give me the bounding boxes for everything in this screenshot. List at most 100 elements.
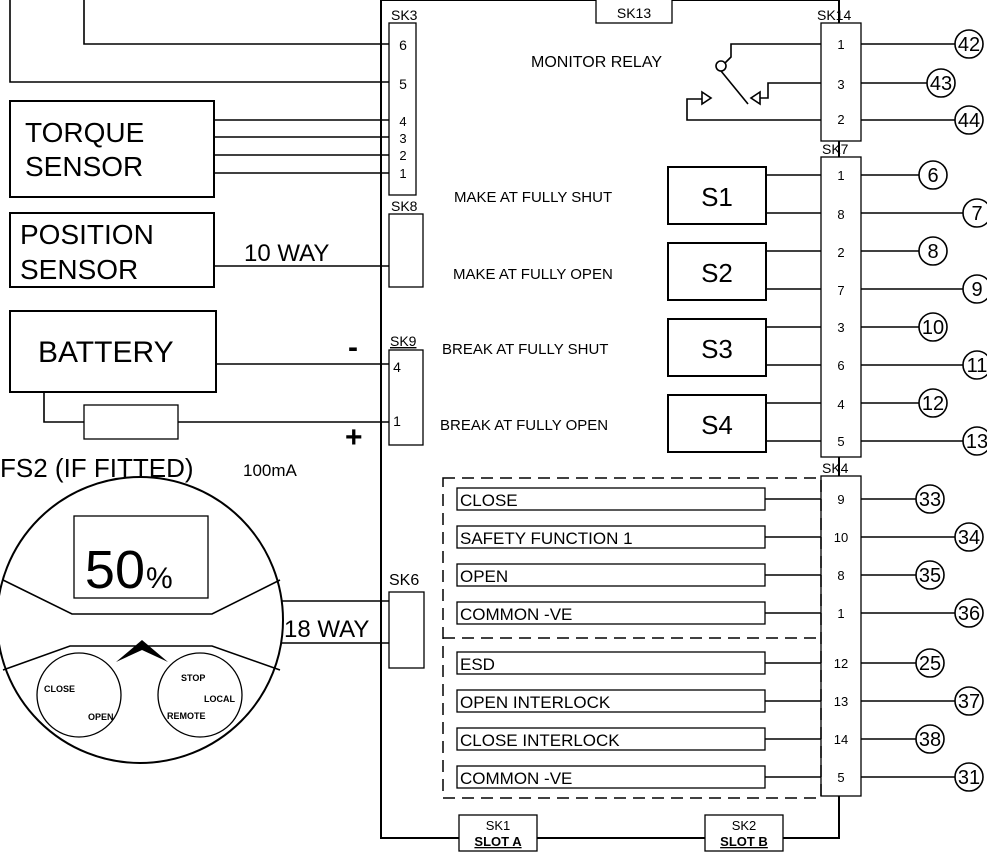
sk7-connector — [820, 156, 862, 458]
sk3-pin: 2 — [399, 148, 406, 163]
sk9-pin: 1 — [393, 413, 401, 429]
terminal-circle — [962, 426, 987, 456]
switch-name: S2 — [701, 258, 733, 288]
fuse-rating: 100mA — [243, 461, 298, 480]
positive-terminal-label: + — [345, 421, 363, 454]
local-remote-knob[interactable] — [157, 652, 243, 738]
terminal-number: 10 — [922, 317, 944, 339]
terminal-circle — [915, 724, 945, 754]
sk3-pin: 3 — [399, 131, 406, 146]
sk6-label: SK6 — [389, 572, 419, 589]
sk7-pin: 8 — [837, 207, 844, 222]
sk2-tab — [704, 814, 784, 852]
display-window — [73, 515, 209, 599]
sk9-label: SK9 — [390, 333, 417, 349]
input-label: SAFETY FUNCTION 1 — [460, 529, 633, 548]
knob-stop-label: STOP — [181, 673, 205, 683]
relay-contact-symbol — [686, 43, 821, 121]
knob-local-label: LOCAL — [204, 694, 235, 704]
switch-label: BREAK AT FULLY OPEN — [440, 417, 608, 434]
knob-close-label: CLOSE — [44, 684, 75, 694]
battery-label: BATTERY — [38, 336, 174, 369]
sk8-label: SK8 — [391, 198, 418, 214]
terminal-number: 11 — [967, 355, 987, 377]
monitor-relay-label: MONITOR RELAY — [531, 54, 662, 71]
sk7-pin: 6 — [837, 358, 844, 373]
terminal-number: 37 — [958, 691, 980, 713]
sk7-pin: 2 — [837, 245, 844, 260]
sk14-connector — [820, 22, 862, 142]
sk1-label: SK1 — [486, 818, 511, 833]
sk1-tab — [458, 814, 538, 852]
sk7-label: SK7 — [822, 141, 849, 157]
sk2-label: SK2 — [732, 818, 757, 833]
terminal-number: 44 — [958, 110, 980, 132]
terminal-number: 9 — [971, 279, 982, 301]
terminal-circle — [962, 350, 987, 380]
position-readout-unit: % — [146, 562, 173, 595]
switch-wire — [766, 174, 821, 214]
switch-label: MAKE AT FULLY OPEN — [453, 266, 613, 283]
position-readout: 50 — [85, 540, 145, 600]
terminal-circle — [918, 160, 948, 190]
sk4-connector — [820, 475, 862, 797]
battery-positive-wire — [43, 392, 389, 423]
switch-name: S4 — [701, 410, 733, 440]
sk3-label: SK3 — [391, 7, 418, 23]
sk7-pin: 5 — [837, 434, 844, 449]
sk3-pin: 6 — [399, 37, 407, 53]
switch-label: BREAK AT FULLY SHUT — [442, 341, 608, 358]
terminal-number: 38 — [919, 729, 941, 751]
slot-b-label: SLOT B — [720, 834, 768, 849]
sk9-connector — [388, 349, 424, 446]
switch-wire — [766, 250, 821, 290]
sk3-pin: 5 — [399, 76, 407, 92]
sk8-connector — [388, 213, 424, 288]
sk14-pin: 3 — [837, 77, 844, 92]
terminal-circle — [915, 560, 945, 590]
sk3-pin6-wire — [83, 0, 389, 45]
sk6-connector — [388, 591, 425, 669]
open-close-knob[interactable] — [36, 652, 122, 738]
terminal-number: 12 — [922, 393, 944, 415]
switch-wire — [766, 326, 821, 366]
terminal-circle — [926, 68, 956, 98]
terminal-number: 43 — [930, 73, 952, 95]
position-sensor-label: POSITION — [20, 219, 154, 250]
switch-label: MAKE AT FULLY SHUT — [454, 189, 612, 206]
local-control-unit: 50 % CLOSE OPEN STOP LOCAL REMOTE — [0, 476, 284, 764]
terminal-circle — [954, 105, 984, 135]
terminal-circle — [954, 762, 984, 792]
sk4-pin: 5 — [837, 770, 844, 785]
sk13-label: SK13 — [617, 5, 651, 21]
slot-a-label: SLOT A — [474, 834, 522, 849]
terminal-number: 6 — [927, 165, 938, 187]
terminal-number: 42 — [958, 34, 980, 56]
sk4-pin: 1 — [837, 606, 844, 621]
sk7-pin: 1 — [837, 168, 844, 183]
relay-contact-blade — [720, 70, 749, 105]
sk13-tab — [595, 0, 673, 24]
sk14-label: SK14 — [817, 7, 851, 23]
terminal-circle — [915, 484, 945, 514]
torque-sensor-label: SENSOR — [25, 151, 143, 182]
terminal-number: 8 — [927, 241, 938, 263]
relay-nc-contact — [749, 82, 821, 106]
ten-way-label: 10 WAY — [244, 240, 329, 267]
input-box — [456, 651, 766, 675]
sk3-connector — [388, 22, 417, 196]
terminal-number: 34 — [958, 527, 980, 549]
terminal-number: 36 — [958, 603, 980, 625]
knob-open-label: OPEN — [88, 712, 114, 722]
sk7-pin: 3 — [837, 320, 844, 335]
terminal-number: 13 — [966, 431, 987, 453]
sk4-pin: 10 — [834, 530, 848, 545]
terminal-circle — [918, 312, 948, 342]
input-label: COMMON -VE — [460, 605, 572, 624]
input-label: ESD — [460, 655, 495, 674]
sk7-pin: 7 — [837, 283, 844, 298]
switch-s1 — [667, 166, 767, 225]
